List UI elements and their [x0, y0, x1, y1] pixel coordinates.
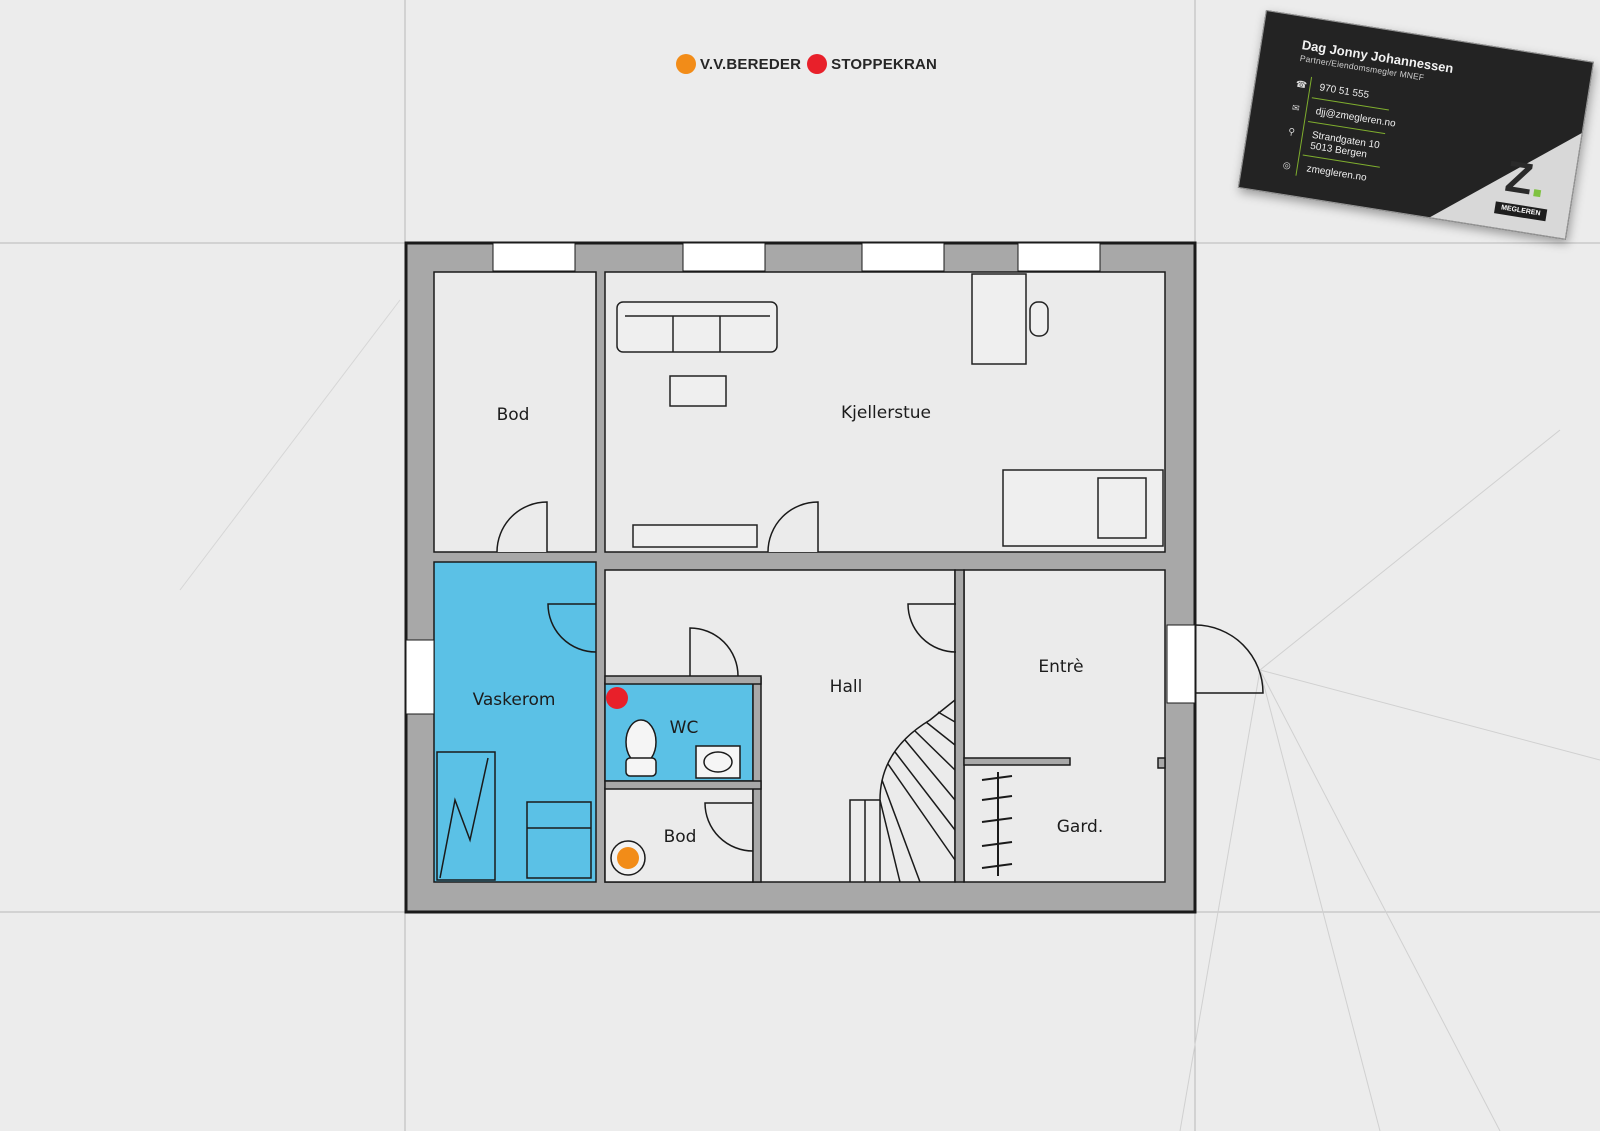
windows [405, 242, 1196, 715]
label-bod-bottom: Bod [664, 827, 697, 847]
interior-walls [604, 569, 1166, 883]
label-hall: Hall [830, 677, 863, 697]
wc-fixtures [625, 719, 741, 779]
room-floors [433, 271, 1166, 883]
room-bod-top [433, 271, 597, 553]
card-address-row: ⚲ Strandgaten 10 5013 Bergen [1286, 126, 1381, 162]
card-web: zmegleren.no [1305, 163, 1368, 184]
label-bod-top: Bod [497, 405, 530, 425]
coffee-table [669, 375, 727, 407]
globe-icon: ◎ [1282, 159, 1292, 171]
sofa [616, 301, 778, 353]
room-vaskerom [433, 561, 597, 883]
logo-green-square [1533, 189, 1542, 198]
zmegleren-logo: Z MEGLEREN [1494, 151, 1555, 222]
card-phone-row: ☎ 970 51 555 [1295, 79, 1370, 101]
label-entre: Entrè [1038, 657, 1083, 677]
vaskerom-fixtures [436, 751, 592, 881]
bed [1002, 469, 1164, 547]
card-phone: 970 51 555 [1318, 82, 1370, 102]
desk [971, 273, 1049, 365]
legend-label-water-heater: V.V.BEREDER [700, 55, 802, 73]
wardrobe-rail [981, 772, 1013, 876]
staircase [849, 699, 956, 883]
legend: V.V.BEREDER STOPPEKRAN [676, 54, 943, 74]
label-kjellerstue: Kjellerstue [841, 403, 931, 423]
legend-item-stopcock: STOPPEKRAN [807, 54, 937, 74]
water-heater-legend-dot [676, 54, 696, 74]
card-email-row: ✉ djj@zmegleren.no [1291, 102, 1396, 129]
legend-label-stopcock: STOPPEKRAN [831, 55, 938, 73]
phone-icon: ☎ [1295, 78, 1308, 91]
tv-bench [632, 524, 758, 548]
room-entre [963, 569, 1166, 883]
logo-z-mark: Z [1502, 151, 1537, 205]
stopcock-marker [606, 687, 628, 709]
mail-icon: ✉ [1291, 102, 1301, 114]
label-wc: WC [670, 718, 699, 738]
label-gard: Gard. [1057, 817, 1103, 837]
legend-item-water-heater: V.V.BEREDER [676, 54, 801, 74]
location-pin-icon: ⚲ [1287, 126, 1296, 137]
water-heater-marker [617, 847, 639, 869]
label-vaskerom: Vaskerom [473, 690, 556, 710]
stopcock-legend-dot [807, 54, 828, 74]
doors [496, 501, 1264, 852]
